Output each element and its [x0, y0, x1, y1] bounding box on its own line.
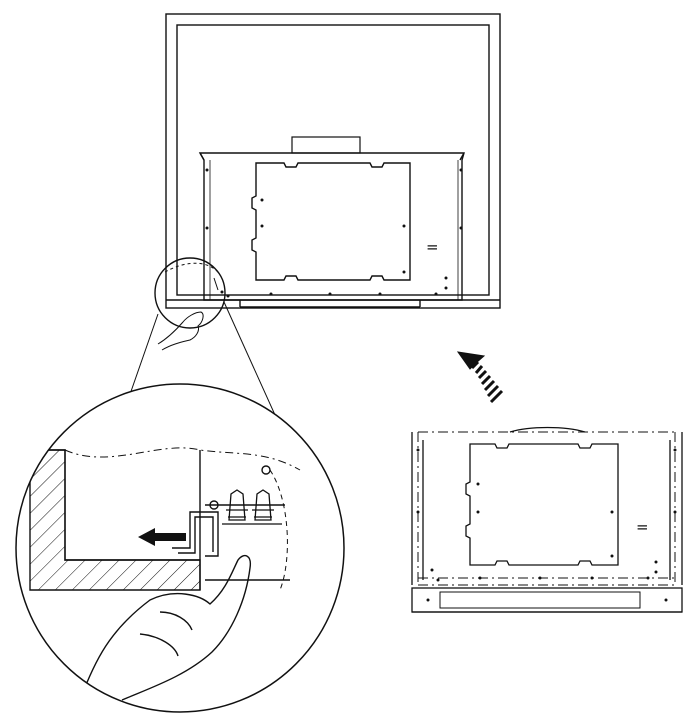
arrow-up-left-icon: [456, 351, 504, 404]
cabinet-outline-dashdot: [417, 431, 676, 586]
cabinet-outer-frame: [165, 13, 501, 309]
hood-body: [198, 152, 465, 301]
top-unit-mark: =: [426, 238, 439, 256]
installed-view: [127, 13, 501, 551]
uninstalled-view: [411, 426, 683, 613]
bottom-unit-mark: =: [636, 518, 649, 536]
latch-bracket: [172, 511, 219, 557]
filter-panel: [465, 443, 619, 566]
cabinet-inner-frame: [176, 24, 490, 296]
arrow-left-icon: [138, 528, 186, 546]
retaining-springs: [222, 489, 282, 525]
filter-panel: [251, 162, 411, 281]
hand-icon: [157, 311, 204, 351]
screw-holes: [416, 448, 677, 602]
hand-icon: [79, 554, 252, 701]
hood-vent-box: [291, 136, 361, 154]
magnified-detail: [15, 383, 345, 713]
screw-holes: [205, 168, 463, 298]
detail-callout-circle: [154, 257, 226, 329]
